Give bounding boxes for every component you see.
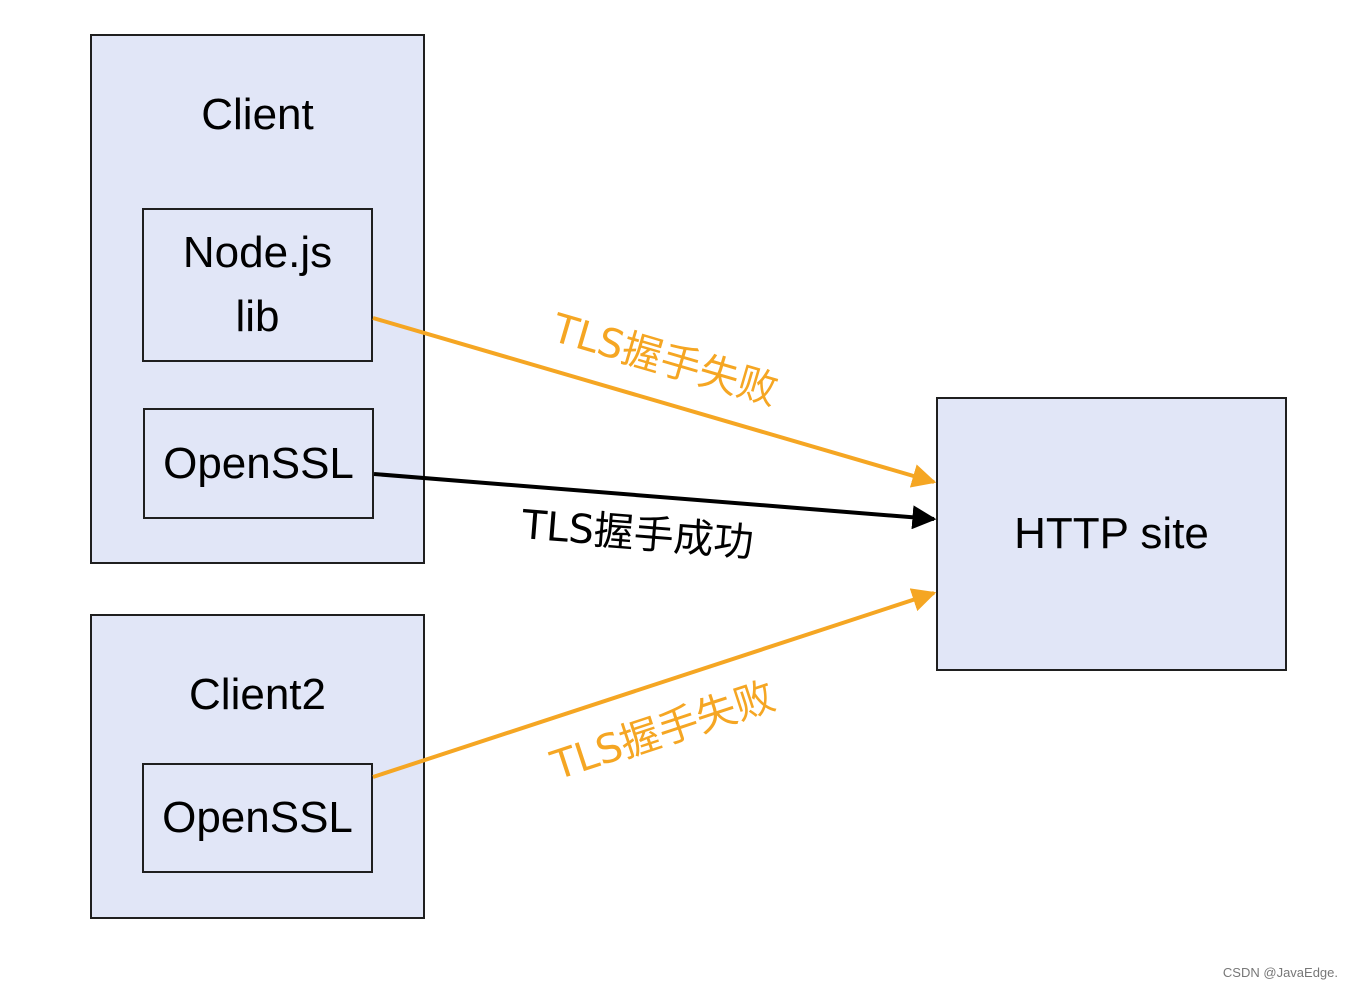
edge-nodejs-to-http xyxy=(372,316,937,488)
edge-client2-openssl-to-http xyxy=(372,588,937,779)
edge-openssl-to-http xyxy=(373,472,937,530)
edge-openssl-to-http-label: TLS握手成功 xyxy=(519,502,755,567)
http-site-box: HTTP site xyxy=(936,397,1287,671)
client2-openssl-label: OpenSSL xyxy=(162,793,353,843)
client2-openssl-box: OpenSSL xyxy=(142,763,373,873)
watermark: CSDN @JavaEdge. xyxy=(1222,965,1338,980)
client-openssl-box: OpenSSL xyxy=(143,408,374,519)
client-openssl-label: OpenSSL xyxy=(163,438,354,488)
http-site-label: HTTP site xyxy=(1014,509,1209,559)
edge-nodejs-to-http-label: TLS握手失败 xyxy=(546,305,783,415)
nodejs-lib-box: Node.js lib xyxy=(142,208,373,362)
edge-client2-openssl-to-http-label: TLS握手失败 xyxy=(545,673,781,790)
client2-title: Client2 xyxy=(189,670,326,719)
client-title: Client xyxy=(201,90,314,139)
nodejs-lib-label: Node.js lib xyxy=(182,228,333,341)
